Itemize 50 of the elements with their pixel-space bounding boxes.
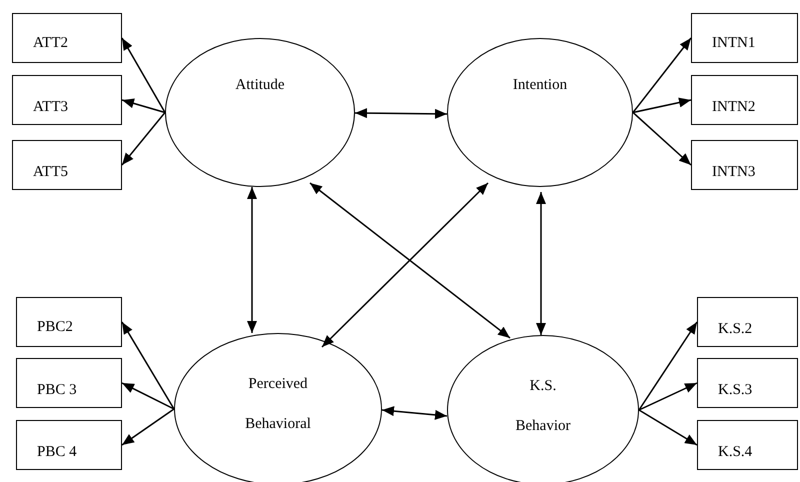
- indicator-label: INTN2: [712, 99, 756, 115]
- double-arrow: [355, 108, 447, 119]
- arrow: [122, 382, 174, 410]
- double-arrow: [321, 182, 489, 348]
- arrow: [632, 38, 692, 113]
- arrow: [638, 409, 698, 446]
- indicator-label: ATT5: [33, 164, 68, 180]
- arrow: [122, 98, 166, 114]
- indicator-label: INTN1: [712, 35, 756, 51]
- indicator-label: K.S.2: [718, 321, 752, 337]
- arrow: [121, 112, 166, 166]
- indicator-box: [12, 75, 122, 125]
- indicator-label: ATT2: [33, 35, 68, 51]
- indicator-label: K.S.4: [718, 444, 752, 460]
- indicator-box: [697, 420, 798, 470]
- indicator-box: [697, 297, 798, 347]
- indicator-box: [12, 140, 122, 190]
- indicator-box: [691, 13, 798, 63]
- indicator-box: [16, 420, 122, 470]
- construct-ellipse: [447, 335, 639, 482]
- double-arrow: [382, 406, 448, 420]
- construct-ellipse: [174, 333, 382, 482]
- arrow: [638, 322, 698, 410]
- indicator-box: [12, 13, 122, 63]
- indicator-box: [697, 358, 798, 408]
- indicator-box: [691, 140, 798, 190]
- indicator-box: [691, 75, 798, 125]
- arrow: [122, 408, 174, 446]
- indicator-label: ATT3: [33, 99, 68, 115]
- construct-label: Attitude: [235, 76, 285, 95]
- double-arrow: [247, 187, 257, 333]
- construct-label: Intention: [512, 76, 568, 95]
- construct-label: K.S. Behavior: [514, 377, 572, 436]
- indicator-label: K.S.3: [718, 382, 752, 398]
- construct-ellipse: [447, 38, 633, 187]
- indicator-box: [16, 297, 122, 347]
- arrow: [632, 98, 692, 114]
- construct-label: Perceived Behavioral: [244, 375, 312, 434]
- arrow: [632, 112, 692, 166]
- arrow: [121, 38, 166, 113]
- indicator-label: PBC 4: [37, 444, 77, 460]
- double-arrow: [310, 182, 510, 339]
- indicator-box: [16, 358, 122, 408]
- double-arrow: [536, 192, 546, 335]
- arrow: [638, 382, 698, 411]
- indicator-label: PBC2: [37, 319, 73, 335]
- construct-ellipse: [165, 38, 355, 187]
- arrow: [121, 322, 175, 410]
- indicator-label: PBC 3: [37, 382, 77, 398]
- indicator-label: INTN3: [712, 164, 756, 180]
